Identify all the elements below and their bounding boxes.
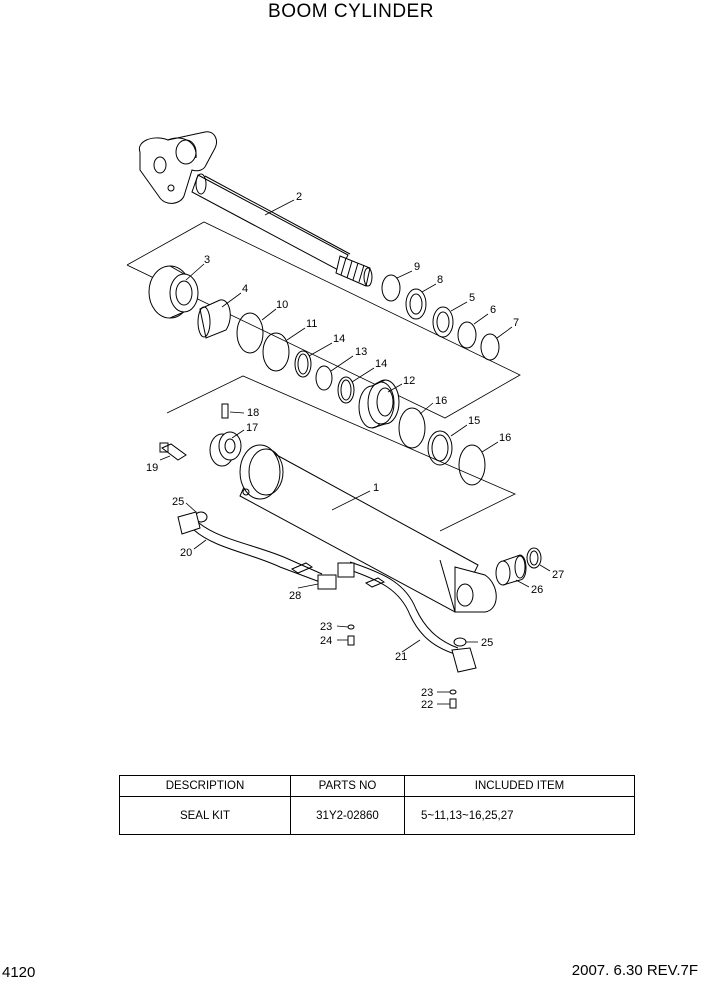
- callout-14a: 14: [333, 333, 345, 345]
- clamp-28: [317, 562, 355, 590]
- callout-5: 5: [469, 292, 475, 304]
- header-included-item: INCLUDED ITEM: [404, 775, 635, 797]
- callout-1: 1: [373, 482, 379, 494]
- callout-25a: 25: [172, 496, 184, 508]
- callout-20: 20: [180, 547, 192, 559]
- callout-15: 15: [468, 415, 480, 427]
- piston: [358, 379, 400, 429]
- callout-21: 21: [395, 651, 407, 663]
- callout-9: 9: [414, 261, 420, 273]
- cell-parts-no: 31Y2-02860: [290, 796, 405, 835]
- table-header-row: DESCRIPTION PARTS NO INCLUDED ITEM: [119, 775, 635, 797]
- callout-3: 3: [204, 254, 210, 266]
- revision-date: 2007. 6.30 REV.7F: [571, 962, 698, 979]
- callout-12: 12: [403, 375, 415, 387]
- callout-18: 18: [247, 407, 259, 419]
- callout-7: 7: [513, 317, 519, 329]
- ring-14a: [294, 350, 312, 378]
- cell-included-item: 5~11,13~16,25,27: [404, 796, 635, 835]
- callout-16a: 16: [435, 395, 447, 407]
- ring-7: [480, 333, 500, 361]
- o-ring-16b: [458, 444, 486, 486]
- seal-5: [432, 306, 454, 338]
- port-block-17: [209, 431, 242, 467]
- callout-28: 28: [289, 590, 301, 602]
- callout-17: 17: [246, 422, 258, 434]
- callout-11: 11: [306, 318, 317, 330]
- bolt-24: [347, 624, 355, 646]
- callout-2: 2: [296, 191, 302, 203]
- pipe-20: [177, 511, 323, 583]
- callout-26: 26: [531, 584, 543, 596]
- callout-27: 27: [552, 569, 564, 581]
- ring-14b: [337, 376, 355, 404]
- callout-13: 13: [355, 346, 367, 358]
- callout-labels: 2 3 4 10 11 14 13 14 12 16 15 16 9 8 5 6…: [146, 191, 564, 711]
- header-description: DESCRIPTION: [119, 775, 291, 797]
- o-ring-10: [236, 312, 264, 354]
- callout-25b: 25: [481, 637, 493, 649]
- bushing-26: [495, 554, 527, 586]
- grease-nipple-18: [221, 403, 229, 419]
- bolt-19: [159, 442, 187, 461]
- o-ring-9: [381, 274, 401, 302]
- ring-27: [526, 547, 542, 569]
- o-ring-25b: [453, 637, 467, 647]
- piston-rod: [138, 131, 373, 287]
- callout-6: 6: [490, 304, 496, 316]
- pipe-21: [343, 561, 477, 673]
- seal-kit-table: DESCRIPTION PARTS NO INCLUDED ITEM SEAL …: [119, 775, 635, 835]
- o-ring-16a: [398, 407, 426, 449]
- seal-8: [405, 288, 427, 320]
- callout-22: 22: [421, 699, 433, 711]
- callout-19: 19: [146, 462, 158, 474]
- callout-4: 4: [242, 283, 248, 295]
- ring-13: [315, 365, 333, 391]
- callout-16b: 16: [499, 432, 511, 444]
- o-ring-11: [262, 332, 290, 372]
- rod-cover: [148, 265, 199, 319]
- header-parts-no: PARTS NO: [290, 775, 405, 797]
- leader-lines: [159, 199, 551, 705]
- page-number: 4120: [2, 964, 36, 981]
- callout-10: 10: [276, 299, 288, 311]
- callout-14b: 14: [375, 358, 387, 370]
- cylinder-tube: [239, 444, 497, 613]
- callout-24: 24: [320, 635, 332, 647]
- bushing: [197, 299, 231, 339]
- bolt-22: [449, 689, 457, 709]
- ring-6: [457, 321, 477, 349]
- page-title: BOOM CYLINDER: [268, 1, 434, 22]
- cell-description: SEAL KIT: [119, 796, 291, 835]
- wear-ring-15: [427, 430, 453, 466]
- callout-23a: 23: [320, 621, 332, 633]
- assembly-plane-lines: [126, 221, 521, 532]
- bracket-plates: [290, 562, 386, 588]
- table-row: SEAL KIT 31Y2-02860 5~11,13~16,25,27: [119, 796, 635, 835]
- callout-23b: 23: [421, 687, 433, 699]
- callout-8: 8: [437, 274, 443, 286]
